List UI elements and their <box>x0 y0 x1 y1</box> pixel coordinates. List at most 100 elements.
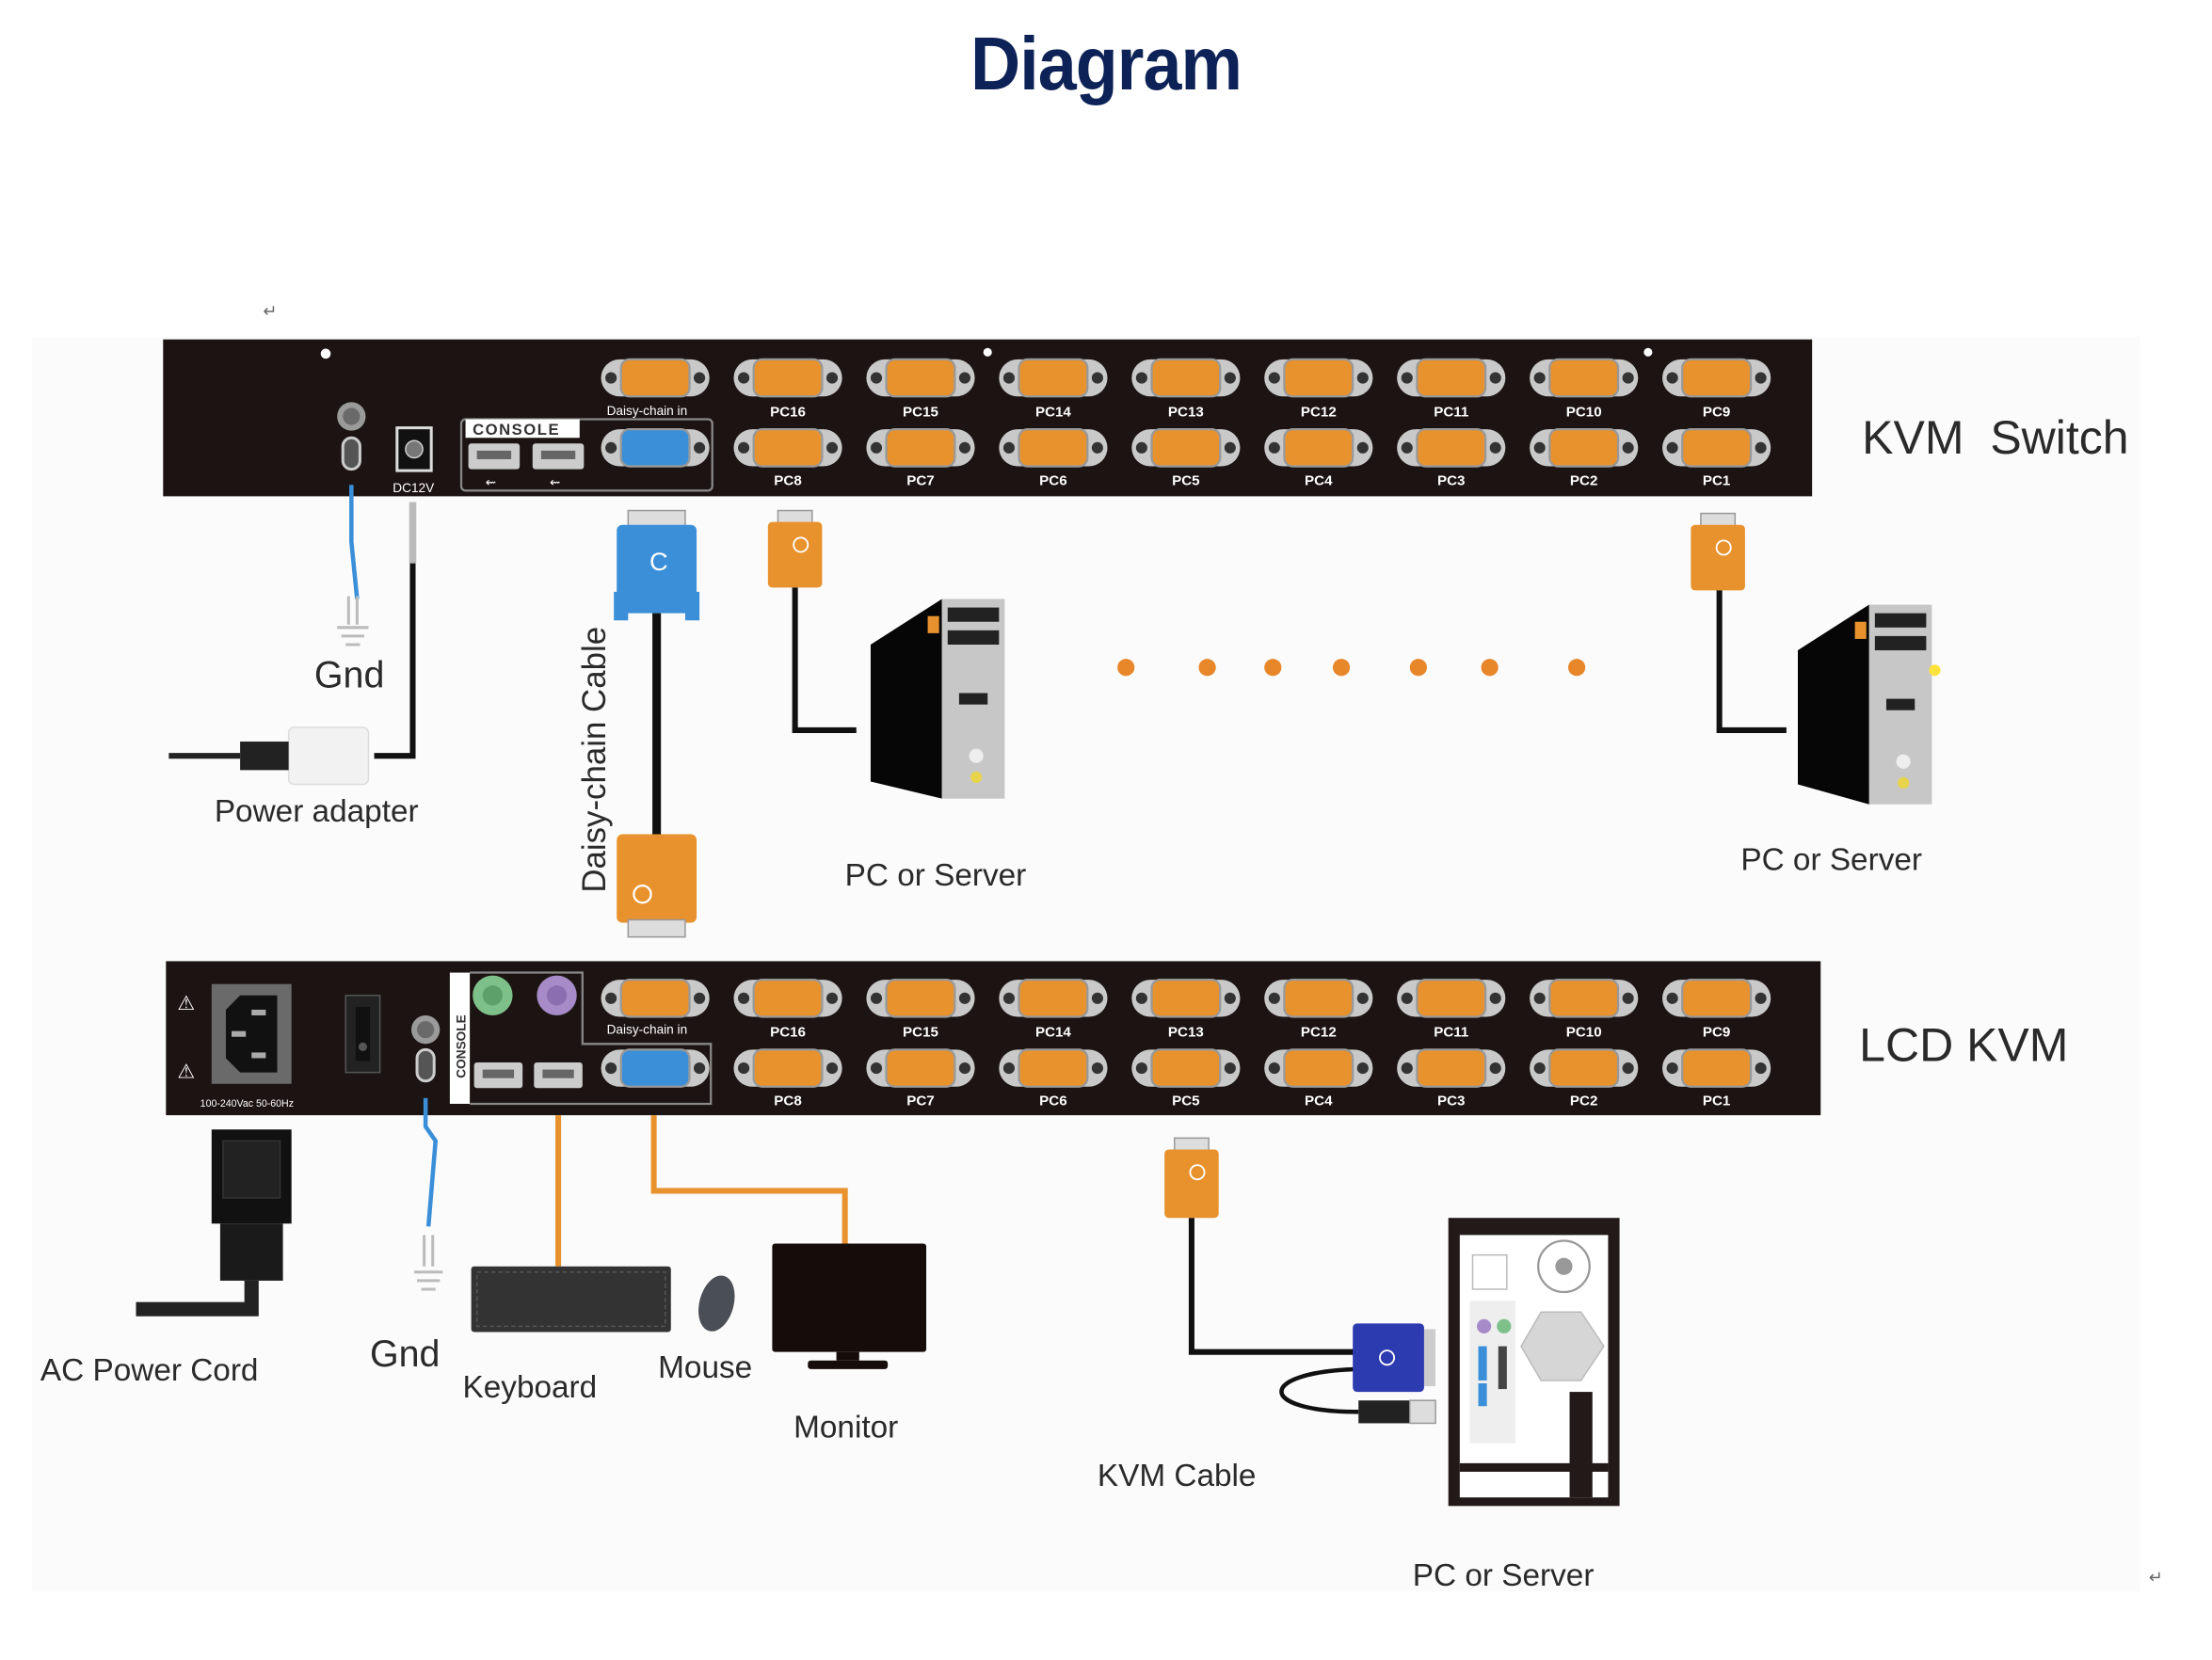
power-adapter-label: Power adapter <box>215 794 419 829</box>
dc-power-jack: DC12V <box>393 426 435 495</box>
ground-symbol-icon <box>337 596 369 646</box>
port-label: PC6 <box>1039 1093 1066 1109</box>
lcd-kvm: ⚠ ⚠ 100-240Vac 50-60Hz CONSOLE <box>166 961 2068 1116</box>
kvm-cable-label: KVM Cable <box>1098 1459 1257 1493</box>
vga-port-pc11 <box>1397 358 1506 398</box>
port-label: PC8 <box>774 1093 801 1109</box>
dc-cable <box>374 563 416 759</box>
ground-terminal <box>410 1015 441 1083</box>
vga-port-pc4 <box>1264 1048 1373 1088</box>
daisy-chain-in-label: Daisy-chain in <box>607 404 688 418</box>
usb-connector-icon <box>1358 1399 1436 1425</box>
vga-connector-orange-icon <box>767 509 823 588</box>
daisy-chain-in-label: Daisy-chain in <box>607 1023 688 1037</box>
mouse-icon <box>698 1275 735 1332</box>
daisy-chain-cable: C Daisy-chain Cable <box>576 509 700 938</box>
pc-server-label-3: PC or Server <box>1413 1558 1595 1593</box>
vga-port-pc14 <box>999 358 1108 398</box>
port-label: PC15 <box>903 405 938 421</box>
usb-icon: ⇜ <box>550 475 560 489</box>
console-label: CONSOLE <box>473 421 560 439</box>
vga-port-pc2 <box>1530 1048 1639 1088</box>
vga-port-pc16 <box>733 358 842 398</box>
port-label: PC10 <box>1566 405 1602 421</box>
vga-port-pc9 <box>1662 358 1771 398</box>
return-mark-top: ↵ <box>263 301 277 320</box>
return-mark-bottom: ↵ <box>2149 1568 2163 1587</box>
vga-port-pc12 <box>1264 978 1373 1018</box>
console-section: CONSOLE <box>449 971 713 1106</box>
vga-port-pc12 <box>1264 358 1373 398</box>
ground-wire <box>423 1097 439 1227</box>
vga-port-pc4 <box>1264 428 1373 468</box>
ellipsis-dots <box>1117 659 1586 677</box>
console-section: CONSOLE ⇜ ⇜ <box>459 418 713 492</box>
port-label: PC13 <box>1168 405 1204 421</box>
port-label: PC2 <box>1570 472 1597 488</box>
vga-port-pc6 <box>999 428 1108 468</box>
port-label: PC3 <box>1437 472 1465 488</box>
console-label: CONSOLE <box>455 1014 469 1077</box>
vga-port-pc16 <box>733 978 842 1018</box>
port-label: PC8 <box>774 472 801 488</box>
vga-port-pc2 <box>1530 428 1639 468</box>
port-label: PC4 <box>1305 472 1333 488</box>
mouse-label: Mouse <box>658 1350 752 1385</box>
ellipsis-dot <box>1117 659 1135 677</box>
keyboard-label: Keyboard <box>463 1370 598 1405</box>
ellipsis-dot <box>1198 659 1216 677</box>
ground-symbol-icon <box>414 1235 443 1291</box>
ellipsis-dot <box>1332 659 1351 677</box>
keyboard-icon <box>471 1266 671 1333</box>
vga-port-pc8 <box>733 1048 842 1088</box>
lcd-kvm-label: LCD KVM <box>1859 1019 2068 1072</box>
port-label: PC1 <box>1703 472 1730 488</box>
vga-connector-blue-icon <box>1353 1323 1436 1393</box>
ellipsis-dot <box>1568 659 1586 677</box>
vga-port-pc3 <box>1397 428 1506 468</box>
monitor-cable <box>650 1115 848 1244</box>
power-adapter-icon <box>168 726 370 786</box>
vga-port-pc9 <box>1662 978 1771 1018</box>
vga-port-pc15 <box>866 358 975 398</box>
vga-connector-orange-icon <box>1164 1137 1219 1219</box>
vga-port-pc5 <box>1131 1048 1241 1088</box>
vga-port-pc11 <box>1397 978 1506 1018</box>
port-label: PC12 <box>1301 405 1337 421</box>
ac-power-cord-label: AC Power Cord <box>40 1353 259 1388</box>
port-label: PC16 <box>770 405 806 421</box>
ac-power-cord-icon <box>136 1129 292 1317</box>
port-label: PC16 <box>770 1025 806 1041</box>
power-switch <box>345 995 381 1074</box>
vga-port-pc10 <box>1530 978 1639 1018</box>
daisy-chain-in-port <box>601 978 710 1018</box>
port-label: PC11 <box>1434 405 1468 421</box>
ground-terminal <box>337 402 366 471</box>
port-label: PC1 <box>1703 1093 1730 1109</box>
port-label: PC14 <box>1035 405 1071 421</box>
pc-server-2: PC or Server <box>1691 512 1941 877</box>
vga-port-pc1 <box>1662 428 1771 468</box>
vga-port-pc7 <box>866 1048 975 1088</box>
vga-port-pc3 <box>1397 1048 1506 1088</box>
power-rating-label: 100-240Vac 50-60Hz <box>200 1098 294 1109</box>
warning-icon: ⚠ <box>177 993 195 1014</box>
ellipsis-dot <box>1481 659 1499 677</box>
port-label: PC6 <box>1039 472 1066 488</box>
vga-port-pc7 <box>866 428 975 468</box>
vga-port-pc15 <box>866 978 975 1018</box>
vga-connector-blue-icon: C <box>614 509 700 621</box>
port-label: PC10 <box>1566 1025 1602 1041</box>
kvm-switch-label: KVM Switch <box>1862 411 2128 464</box>
ac-power-inlet <box>211 983 292 1084</box>
console-label-bg <box>449 972 471 1104</box>
page-title: Diagram <box>970 22 1242 105</box>
vga-port-pc6 <box>999 1048 1108 1088</box>
monitor-icon <box>772 1243 927 1369</box>
port-label: PC2 <box>1570 1093 1597 1109</box>
port-label: PC3 <box>1437 1093 1465 1109</box>
vga-port-pc13 <box>1131 978 1241 1018</box>
monitor-label: Monitor <box>793 1411 898 1445</box>
port-label: PC12 <box>1301 1025 1337 1041</box>
